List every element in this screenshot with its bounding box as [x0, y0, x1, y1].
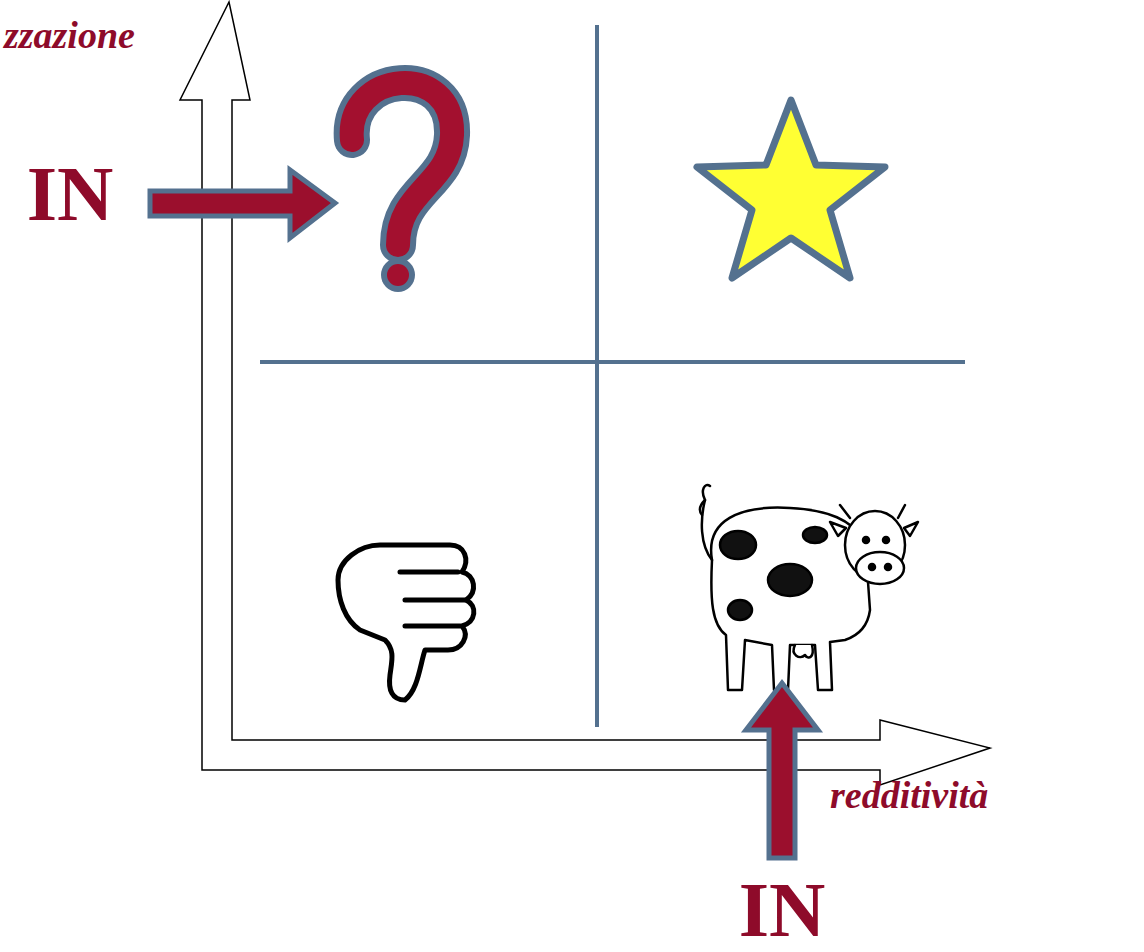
- entry-label: IN: [739, 871, 826, 949]
- grid-line: [260, 360, 965, 364]
- question-mark-symbol: [352, 83, 452, 292]
- entry-arrow: [150, 170, 335, 238]
- axis-label: redditività: [830, 776, 988, 814]
- thumbs-down-symbol: [338, 545, 474, 700]
- entry-arrow: [746, 683, 818, 858]
- cow-illustration: [700, 485, 918, 690]
- entry-label: IN: [27, 155, 114, 233]
- axes-arrow: [180, 2, 990, 785]
- grid-line: [595, 25, 599, 727]
- axis-label: zzazione: [4, 16, 135, 54]
- star-symbol: [697, 100, 885, 278]
